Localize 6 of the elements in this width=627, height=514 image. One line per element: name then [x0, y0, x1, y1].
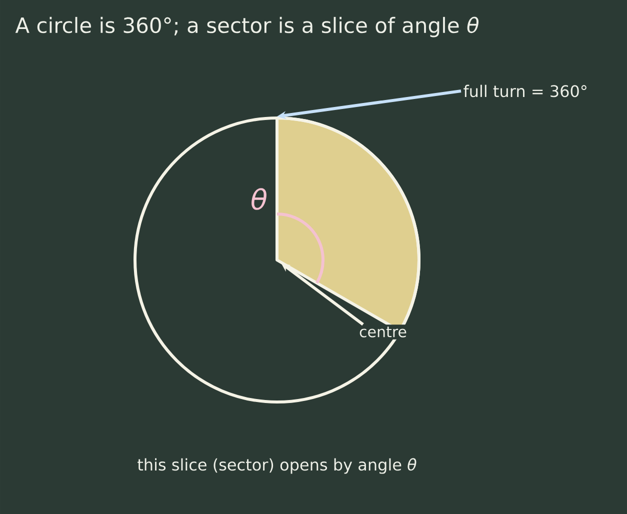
title: A circle is 360°; a sector is a slice of angle θ: [15, 16, 479, 38]
caption: this slice (sector) opens by angle θ: [138, 458, 416, 474]
callout-label: full turn = 360°: [464, 84, 586, 98]
circle-outline: [134, 116, 420, 404]
callout-label: centre: [357, 324, 409, 340]
angle-label: θ: [252, 188, 266, 210]
